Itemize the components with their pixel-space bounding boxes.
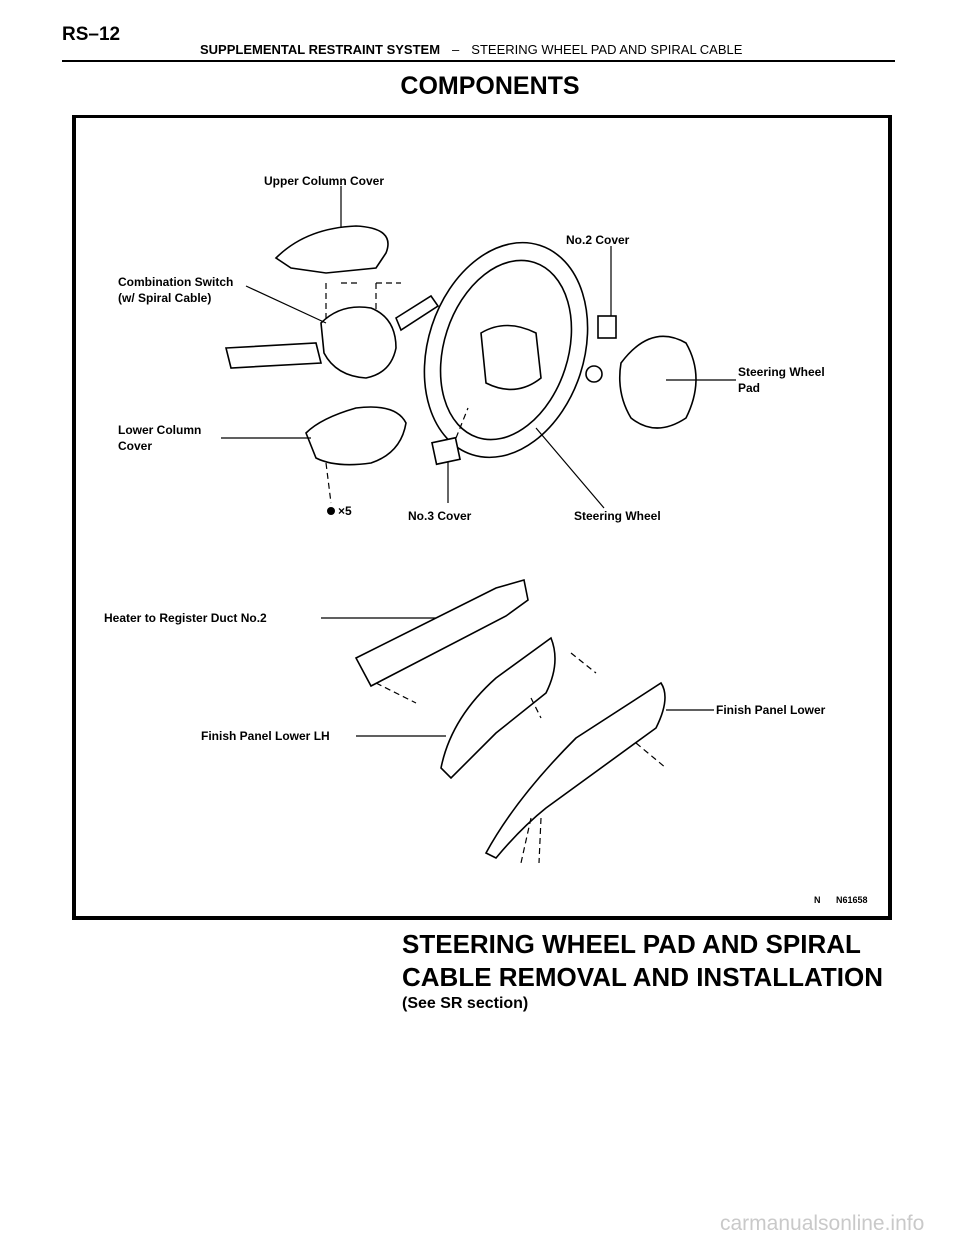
screw-icon — [327, 507, 335, 515]
header-section: STEERING WHEEL PAD AND SPIRAL CABLE — [471, 42, 743, 57]
procedure-heading: STEERING WHEEL PAD AND SPIRAL CABLE REMO… — [402, 928, 922, 994]
label-combination-switch-2: (w/ Spiral Cable) — [118, 291, 211, 305]
label-screw-count: ×5 — [338, 504, 352, 518]
label-steering-wheel: Steering Wheel — [574, 509, 661, 523]
label-figure-code: N61658 — [836, 895, 868, 905]
finish-panel-lower-lh-drawing — [440, 636, 556, 780]
exploded-diagram: Upper Column Cover Combination Switch (w… — [104, 174, 868, 905]
page-number: RS–12 — [62, 24, 121, 45]
upper-column-cover-drawing — [274, 225, 389, 274]
label-finish-panel-lower: Finish Panel Lower — [716, 703, 826, 717]
label-no2-cover: No.2 Cover — [566, 233, 630, 247]
procedure-heading-line2: CABLE REMOVAL AND INSTALLATION — [402, 962, 883, 992]
header-rule — [62, 60, 895, 62]
finish-panel-lower-drawing — [484, 681, 666, 859]
label-finish-panel-lower-lh: Finish Panel Lower LH — [201, 729, 330, 743]
combination-switch-drawing — [320, 306, 397, 379]
procedure-heading-line1: STEERING WHEEL PAD AND SPIRAL — [402, 929, 861, 959]
label-heater-duct: Heater to Register Duct No.2 — [104, 611, 267, 625]
label-figure-code-prefix: N — [814, 895, 821, 905]
label-combination-switch-1: Combination Switch — [118, 275, 233, 289]
procedure-note: (See SR section) — [402, 995, 529, 1012]
components-figure: Upper Column Cover Combination Switch (w… — [72, 115, 892, 920]
label-lower-column-cover-2: Cover — [118, 439, 152, 453]
label-lower-column-cover-1: Lower Column — [118, 423, 201, 437]
section-title: COMPONENTS — [400, 72, 580, 100]
no3-cover-drawing — [431, 436, 461, 466]
no2-cover-drawing — [597, 315, 617, 339]
running-header: SUPPLEMENTAL RESTRAINT SYSTEM–STEERING W… — [200, 42, 742, 57]
lower-column-cover-drawing — [305, 406, 407, 466]
header-separator: – — [452, 42, 460, 57]
footer-watermark: carmanualsonline.info — [720, 1212, 925, 1235]
label-upper-column-cover: Upper Column Cover — [264, 174, 384, 188]
label-no3-cover: No.3 Cover — [408, 509, 472, 523]
header-system: SUPPLEMENTAL RESTRAINT SYSTEM — [200, 42, 441, 57]
steering-wheel-pad-drawing — [618, 335, 697, 429]
label-steering-wheel-pad-1: Steering Wheel — [738, 365, 825, 379]
heater-duct-drawing — [354, 578, 529, 688]
label-steering-wheel-pad-2: Pad — [738, 381, 760, 395]
